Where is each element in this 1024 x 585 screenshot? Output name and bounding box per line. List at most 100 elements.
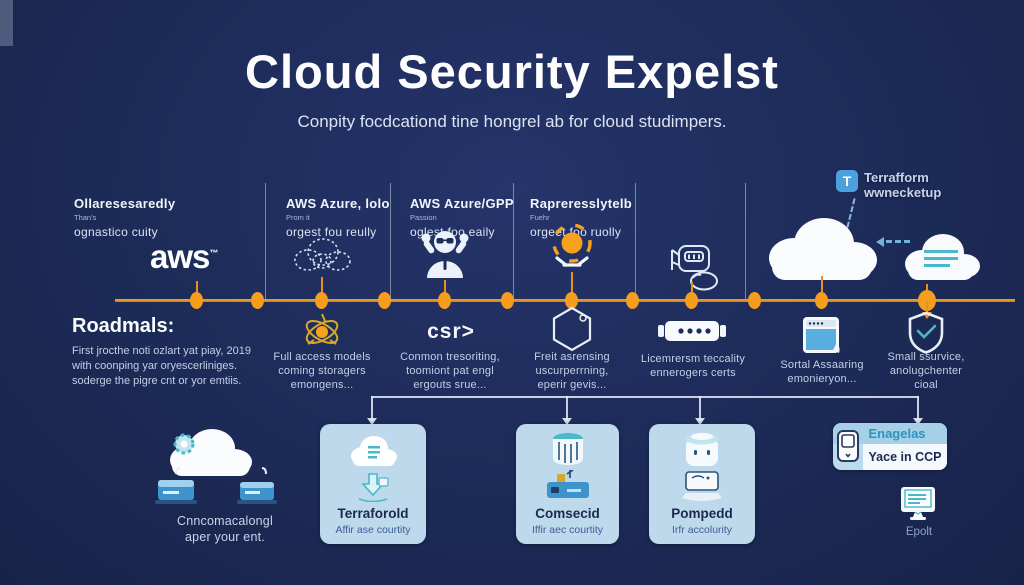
roadmap-line: First jrocthe noti ozlart yat piay, 2019 [72,345,251,357]
column-tiny-text: Than's [74,213,97,222]
bracket-arrow-icon [562,418,572,425]
page-title: Cloud Security Expelst [245,45,779,98]
timeline-tick [321,277,323,300]
card-subtitle: Irfr accolurity [671,524,733,536]
milestone-text-5: Sortal Assaaring emonieryon... [756,358,888,386]
orange-arrow-down-icon [922,312,932,319]
bracket-horizontal-line [371,396,919,398]
roadmap-paragraph: First jrocthe noti ozlart yat piay, 2019… [72,344,292,389]
card-title: Pompedd [671,506,733,521]
milestone-text-2: Conmon tresoriting, toomiont pat engl er… [384,350,516,392]
bracket-arrow-icon [367,418,377,425]
bracket-drop-line [371,396,373,420]
card-comsecid: Comsecid Iffir aec courtity [516,424,619,544]
shield-check-icon [908,311,944,354]
aws-trademark: ™ [209,248,219,258]
monitor-icon [901,487,935,520]
caption-line: aper your ent. [185,530,265,544]
timeline-dot [501,292,514,309]
phone-icon [837,430,859,462]
card-title: Comsecid [535,506,600,521]
column-divider [635,183,636,299]
timeline-tick [691,282,693,300]
bottom-left-caption: Cnncomacalongl aper your ent. [145,513,305,545]
column-line-text: orgeet foo ruolly [530,225,622,239]
timeline-column-4-header: Rapreresslytelb Fuehr orgeet foo ruolly [530,196,680,239]
column-tiny-text: Prom it [286,213,310,222]
column-divider [390,183,391,299]
card-subtitle: Affir ase courtity [335,524,411,536]
milestone-line: ennerogers certs [650,367,736,379]
timeline-dot [251,292,264,309]
document-cloud-icon [905,234,980,280]
dotted-cloud-icon [294,238,351,271]
column-line-text: orgest fou reully [286,225,377,239]
database-icon [552,433,583,465]
badge-header: Enagelas [833,423,947,444]
page-subtitle: Conpity focdcationd tine hongrel ab for … [297,112,727,131]
column-heading: Ollaresesaredly [74,196,176,211]
card-pompedd: Pompedd Irfr accolurity [649,424,755,544]
timeline-tick [444,280,446,300]
column-tiny-text: Fuehr [530,213,550,222]
big-cloud-icon [769,218,877,280]
terraform-logo-icon: T [836,170,858,192]
timeline-column-1-header: Ollaresesaredly Than's ognastico cuity [74,196,224,239]
robot-icon [671,245,718,291]
roadmap-heading: Roadmals: [72,315,175,337]
card-title: Terraforold [337,506,409,521]
card-terraforold: Terraforold Affir ase courtity [320,424,426,544]
terraform-label-line1: Terrafform [864,170,929,185]
caption-line: Cnncomacalongl [177,514,273,528]
cloud-download-icon [351,436,397,466]
terraform-label-line2: wwnecketup [864,185,942,200]
browser-window-icon [803,317,840,353]
column-heading: AWS Azure/GPP [410,196,514,211]
milestone-text-1: Full access models coming storagers emon… [256,350,388,392]
bracket-arrow-icon [913,418,923,425]
timeline-dot [748,292,761,309]
timeline-dot [315,292,328,309]
bracket-drop-line [699,396,701,420]
timeline-column-3-header: AWS Azure/GPP Passion oglest foo eaily [410,196,560,239]
column-heading: AWS Azure, lolo [286,196,390,211]
server-plug-icon [546,470,589,498]
column-divider [513,183,514,299]
enagelas-badge: Enagelas Yace in CCP [833,423,947,470]
milestone-line: Licemrersm teccality [640,353,746,365]
aws-logo-text: aws [150,238,210,275]
milestone-line: Freit asrensing [534,351,610,363]
laptop-icon [682,471,722,501]
milestone-line: ergouts srue... [413,379,487,391]
jar-icon [686,433,718,466]
atom-star-icon [305,313,339,345]
milestone-line: emonieryon... [787,373,857,385]
timeline-drop-line [926,302,928,312]
dashed-arrow-shaft [886,240,910,243]
column-divider [265,183,266,299]
monitor-label: Epolt [905,526,933,538]
timeline-dot [626,292,639,309]
timeline-dot [815,292,828,309]
milestone-text-3: Freit asrensing uscurperrning, eperir ge… [506,350,638,392]
badge-body: Yace in CCP [863,444,947,470]
milestone-line: toomiont pat engl [406,365,494,377]
bracket-drop-line [566,396,568,420]
milestone-line: Conmon tresoriting, [400,351,500,363]
column-tiny-text: Passion [410,213,437,222]
connected-laptops-icon [155,467,277,504]
milestone-line: uscurperrning, [535,365,609,377]
column-divider [745,183,746,299]
bracket-drop-line [917,396,919,420]
corner-light-mark [0,0,13,46]
aws-logo: aws™ [150,238,218,276]
person-icon [421,231,469,278]
timeline-tick [571,272,573,300]
timeline-column-2-header: AWS Azure, lolo Prom it orgest fou reull… [286,196,436,239]
milestone-line: anolugchenter [889,365,963,377]
milestone-line: cioal [914,379,938,391]
radar-person-icon [552,223,592,267]
milestone-line: coming storagers [278,365,366,377]
csr-label: csr> [427,320,475,343]
